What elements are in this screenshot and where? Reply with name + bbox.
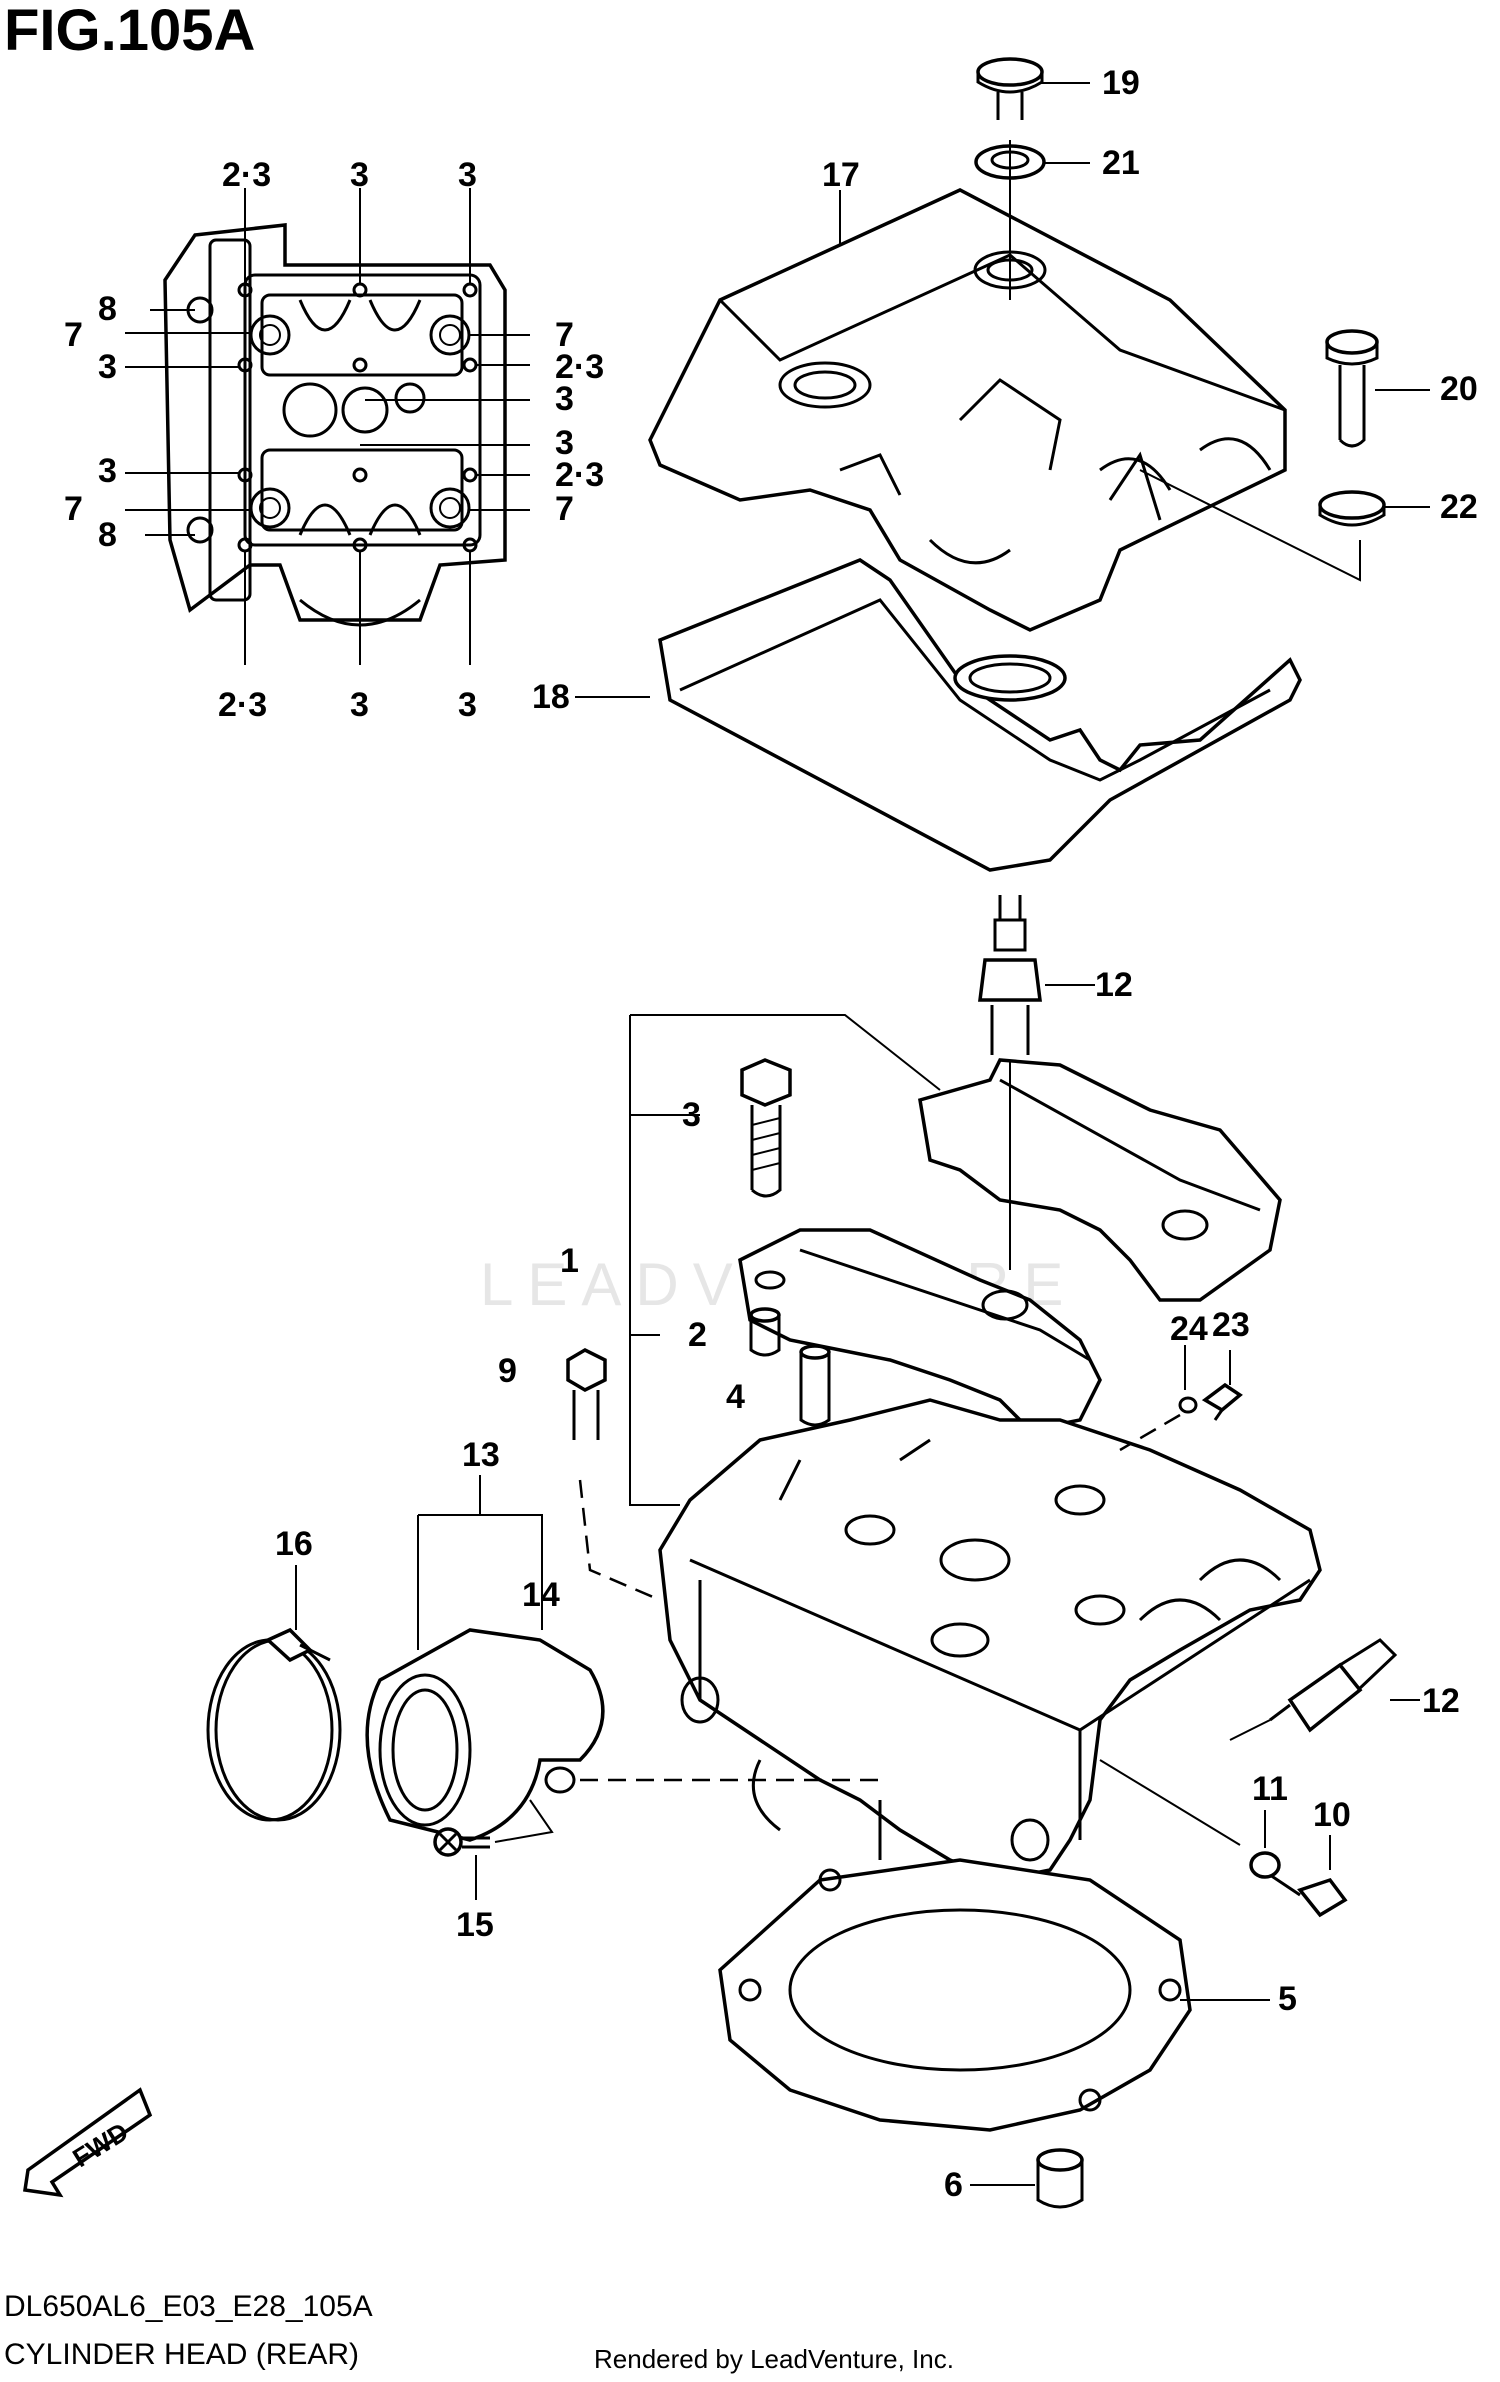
inset-label-3a: 3 <box>98 348 117 386</box>
callout-5: 5 <box>1278 1980 1297 2018</box>
inset-label-7b: 7 <box>64 490 83 528</box>
flange-bolt-part <box>566 1348 661 1602</box>
chain-tensioner-part <box>799 1344 831 1427</box>
bolt-part-20 <box>1325 329 1379 448</box>
inset-label-r7a: 7 <box>555 316 574 354</box>
callout-4: 4 <box>726 1378 745 1416</box>
callout-23: 23 <box>1212 1306 1250 1344</box>
inset-label-top-left: 2·3 <box>222 156 271 194</box>
inset-label-bot-right: 3 <box>458 686 477 724</box>
housing-bolt-part <box>740 1058 792 1198</box>
spark-plug-side-part <box>1229 1638 1420 1741</box>
inset-label-top-right: 3 <box>458 156 477 194</box>
callout-18: 18 <box>532 678 570 716</box>
callout-16: 16 <box>275 1525 313 1563</box>
plug-bolt-part <box>1269 1873 1348 1918</box>
forward-direction-arrow-icon: FWD <box>23 2087 153 2198</box>
union-fitting-part <box>1201 1382 1243 1421</box>
inset-label-r23a: 2·3 <box>555 348 604 386</box>
inset-label-8a: 8 <box>98 290 117 328</box>
callout-2: 2 <box>688 1316 707 1354</box>
inset-label-bot-left: 2·3 <box>218 686 267 724</box>
inset-label-r3b: 3 <box>555 424 574 462</box>
callout-9: 9 <box>498 1352 517 1390</box>
figure-name: CYLINDER HEAD (REAR) <box>4 2338 359 2371</box>
callout-20: 20 <box>1440 370 1478 408</box>
callout-12-upper: 12 <box>1095 966 1133 1004</box>
figure-title: FIG.105A <box>4 0 255 63</box>
cylinder-head-part <box>658 1398 1322 1882</box>
cover-gasket-part <box>658 558 1302 872</box>
callout-3: 3 <box>682 1096 701 1134</box>
callout-1: 1 <box>560 1242 579 1280</box>
inset-label-7a: 7 <box>64 316 83 354</box>
callout-14: 14 <box>522 1576 560 1614</box>
grommet-part-22 <box>1318 490 1386 527</box>
inset-label-r7b: 7 <box>555 490 574 528</box>
callout-19: 19 <box>1102 64 1140 102</box>
callout-15: 15 <box>456 1906 494 1944</box>
hose-clamp-part <box>206 1565 342 1822</box>
callout-12-lower: 12 <box>1422 1682 1460 1720</box>
inset-label-r23b: 2·3 <box>555 456 604 494</box>
callout-11: 11 <box>1252 1770 1288 1808</box>
knock-pin-part <box>970 2148 1084 2209</box>
spark-plug-upper-part <box>978 895 1085 1270</box>
callout-21: 21 <box>1102 144 1140 182</box>
head-cover-part <box>648 188 1287 632</box>
inset-label-r3a: 3 <box>555 380 574 418</box>
callout-6: 6 <box>944 2166 963 2204</box>
inset-label-bot-mid: 3 <box>350 686 369 724</box>
head-gasket-part <box>718 1858 1270 2132</box>
gasket-washer-part <box>1099 1759 1281 1879</box>
callout-10: 10 <box>1313 1796 1351 1834</box>
intake-pipe-part <box>365 1475 880 1842</box>
render-credit: Rendered by LeadVenture, Inc. <box>594 2344 954 2374</box>
screw-part <box>433 1799 554 1900</box>
inset-label-3b: 3 <box>98 452 117 490</box>
dowel-pin-part <box>749 1307 781 1357</box>
o-ring-part <box>1119 1396 1198 1452</box>
cap-bolt-part <box>976 57 1044 120</box>
callout-24: 24 <box>1170 1310 1208 1348</box>
figure-code: DL650AL6_E03_E28_105A <box>4 2290 373 2323</box>
inset-label-top-mid: 3 <box>350 156 369 194</box>
inset-label-8b: 8 <box>98 516 117 554</box>
callout-13: 13 <box>462 1436 500 1474</box>
callout-22: 22 <box>1440 488 1478 526</box>
inset-head-top-view <box>125 188 530 665</box>
callout-17: 17 <box>822 156 860 194</box>
